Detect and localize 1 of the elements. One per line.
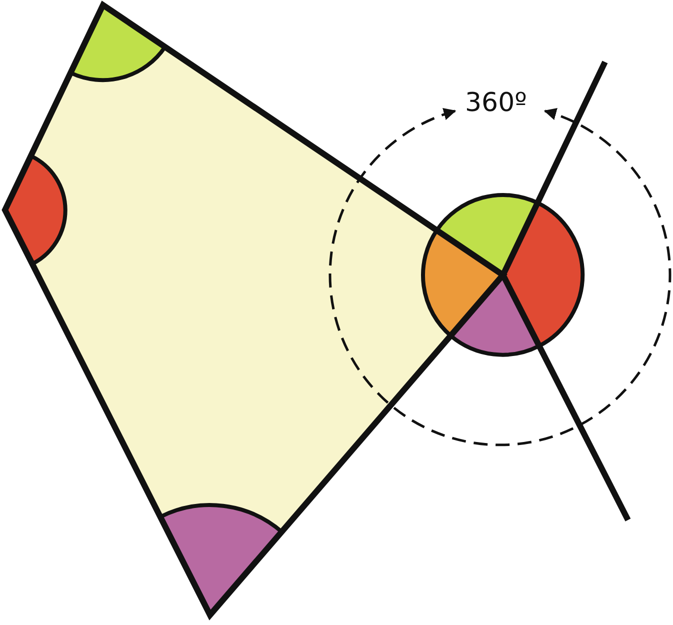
angle-label: 360º [465,90,527,116]
